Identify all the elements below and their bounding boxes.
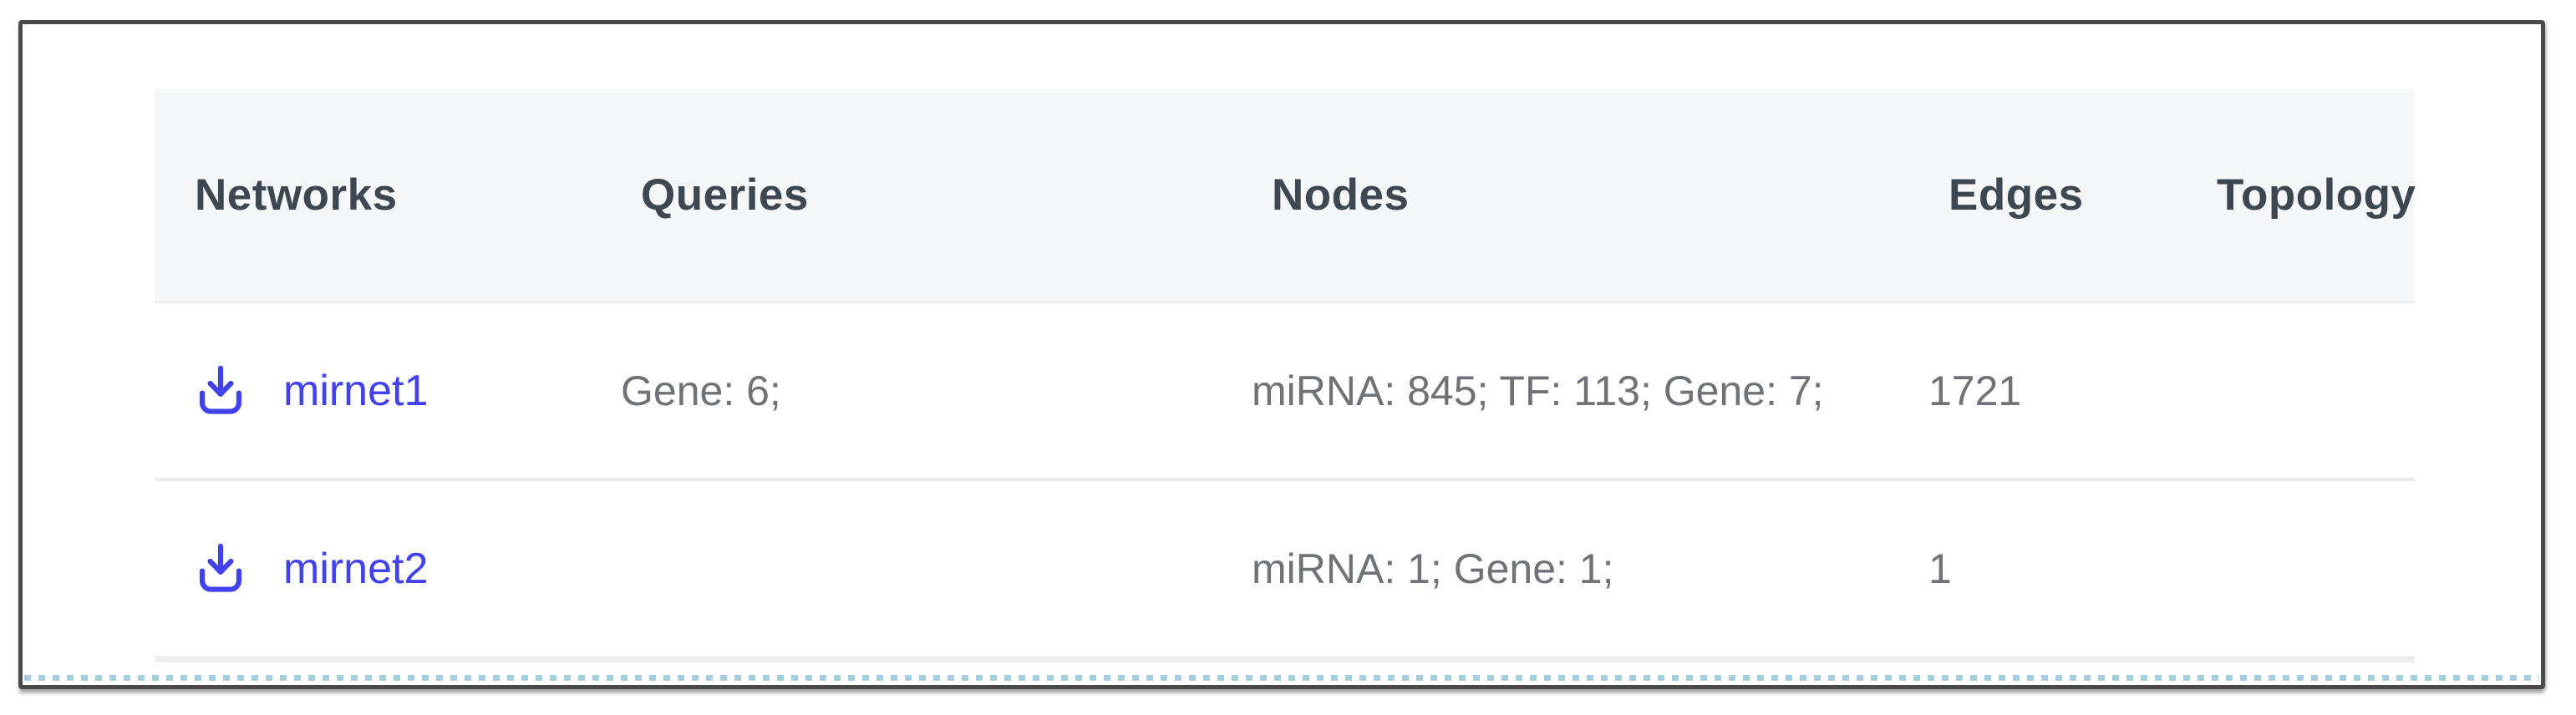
table-row-mirnet1: mirnet1 Gene: 6; miRNA: 845; TF: 113; Ge… xyxy=(155,303,2415,478)
table-bottom-border xyxy=(155,656,2415,662)
column-header-topology: Topology xyxy=(2217,170,2416,220)
networks-cell: mirnet2 xyxy=(155,537,581,601)
network-link[interactable]: mirnet1 xyxy=(283,366,429,415)
network-results-panel: Networks Queries Nodes Edges Topology mi… xyxy=(18,20,2545,689)
selection-dotted-line xyxy=(24,675,2539,681)
column-header-nodes: Nodes xyxy=(1272,170,1410,220)
column-header-queries: Queries xyxy=(641,170,809,220)
column-header-networks: Networks xyxy=(195,170,398,220)
nodes-cell: miRNA: 845; TF: 113; Gene: 7; xyxy=(1252,367,1824,414)
networks-cell: mirnet1 xyxy=(155,359,581,423)
networks-table: Networks Queries Nodes Edges Topology mi… xyxy=(155,89,2416,662)
table-header-row: Networks Queries Nodes Edges Topology xyxy=(155,89,2416,303)
edges-cell: 1 xyxy=(1928,545,1952,592)
download-icon[interactable] xyxy=(195,537,246,601)
column-header-edges: Edges xyxy=(1949,170,2084,220)
network-link[interactable]: mirnet2 xyxy=(283,544,429,593)
table-row-mirnet2: mirnet2 miRNA: 1; Gene: 1; 1 xyxy=(155,478,2415,656)
nodes-cell: miRNA: 1; Gene: 1; xyxy=(1252,545,1614,592)
edges-cell: 1721 xyxy=(1928,367,2022,414)
download-icon[interactable] xyxy=(195,359,246,423)
queries-cell: Gene: 6; xyxy=(621,367,781,414)
